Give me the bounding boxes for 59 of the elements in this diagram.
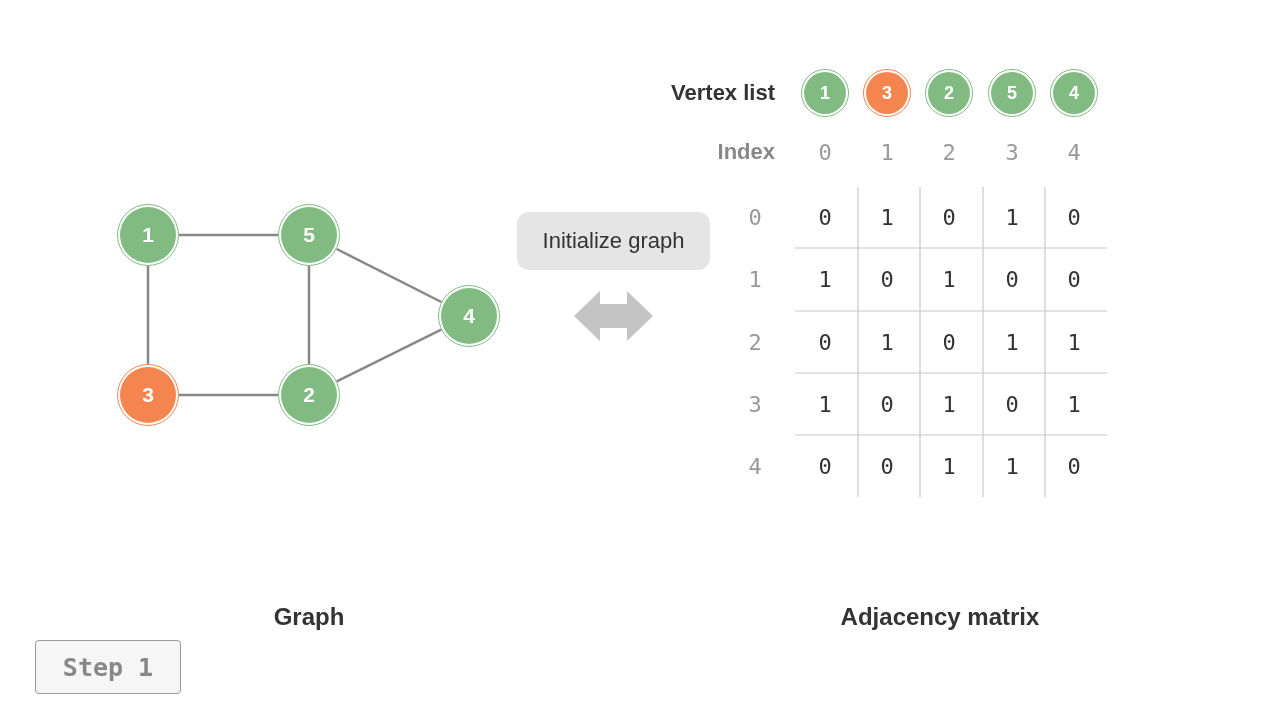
matrix-value: 0 <box>818 204 832 230</box>
matrix-value: 0 <box>1005 266 1019 292</box>
graph-edge <box>336 328 442 383</box>
row-index: 2 <box>748 329 762 355</box>
matrix-value: 0 <box>880 391 894 417</box>
step-indicator-box <box>35 640 181 694</box>
row-heading: Index <box>717 139 775 165</box>
vertex-number: 1 <box>142 223 154 247</box>
column-index: 3 <box>1005 139 1019 165</box>
row-index: 3 <box>748 391 762 417</box>
matrix-value: 1 <box>942 391 956 417</box>
panel-title: Graph <box>273 603 345 631</box>
graph-edge <box>336 247 442 304</box>
matrix-value: 1 <box>880 329 894 355</box>
matrix-value: 1 <box>942 266 956 292</box>
vertex-number: 2 <box>944 82 954 104</box>
vertex-number: 3 <box>882 82 892 104</box>
vertex-number: 4 <box>1069 82 1079 104</box>
matrix-value: 1 <box>1067 391 1081 417</box>
box-text: Initialize graph <box>542 228 685 254</box>
matrix-value: 1 <box>1005 329 1019 355</box>
matrix-value: 0 <box>942 204 956 230</box>
matrix-value: 0 <box>818 453 832 479</box>
matrix-value: 0 <box>1005 391 1019 417</box>
graph-edge <box>179 393 278 397</box>
vertex-number: 5 <box>303 223 315 247</box>
column-index: 2 <box>942 139 956 165</box>
matrix-value: 1 <box>1067 329 1081 355</box>
graph-edge <box>307 266 311 364</box>
vertex-number: 3 <box>142 383 154 407</box>
matrix-value: 1 <box>942 453 956 479</box>
column-index: 4 <box>1067 139 1081 165</box>
row-index: 0 <box>748 204 762 230</box>
column-index: 0 <box>818 139 832 165</box>
column-index: 1 <box>880 139 894 165</box>
matrix-value: 1 <box>818 391 832 417</box>
matrix-value: 1 <box>818 266 832 292</box>
panel-title: Adjacency matrix <box>840 603 1040 631</box>
vertex-number: 1 <box>820 82 830 104</box>
matrix-value: 0 <box>880 266 894 292</box>
step-label-box <box>517 212 710 270</box>
row-heading: Vertex list <box>671 80 775 106</box>
matrix-value: 0 <box>1067 453 1081 479</box>
graph-edge <box>146 266 150 364</box>
matrix-value: 0 <box>880 453 894 479</box>
matrix-value: 0 <box>1067 204 1081 230</box>
vertex-number: 4 <box>463 304 475 328</box>
matrix-value: 1 <box>880 204 894 230</box>
matrix-value: 1 <box>1005 453 1019 479</box>
graph-edge <box>179 233 278 237</box>
row-index: 4 <box>748 453 762 479</box>
matrix-value: 0 <box>818 329 832 355</box>
matrix-value: 1 <box>1005 204 1019 230</box>
box-text: Step 1 <box>62 652 154 682</box>
vertex-number: 5 <box>1007 82 1017 104</box>
row-index: 1 <box>748 266 762 292</box>
matrix-value: 0 <box>942 329 956 355</box>
matrix-value: 0 <box>1067 266 1081 292</box>
vertex-number: 2 <box>303 383 315 407</box>
